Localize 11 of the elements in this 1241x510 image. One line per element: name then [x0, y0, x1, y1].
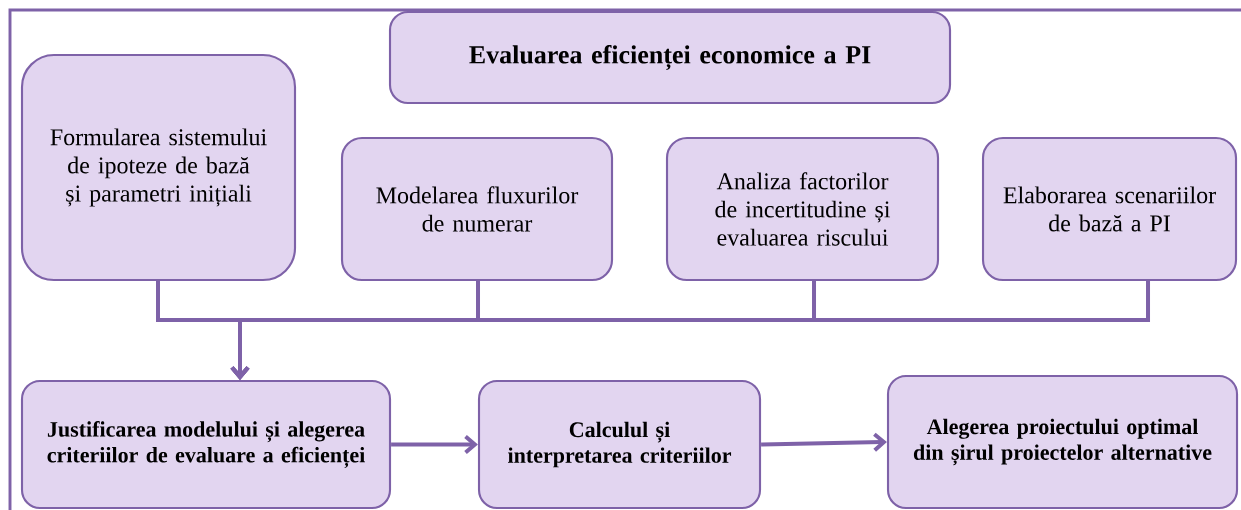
- process-box: Modelarea fluxurilor de numerar: [340, 136, 614, 282]
- process-box: Justificarea modelului și alegerea criteriilor de evaluare a eficienței: [20, 379, 392, 510]
- title-box: Evaluarea eficienței economice a PI: [388, 10, 952, 105]
- arrow: [761, 432, 887, 452]
- process-box: Calculul și interpretarea criteriilor: [477, 379, 762, 510]
- process-box: Formularea sistemului de ipoteze de bază și parametri inițiali: [20, 53, 297, 282]
- process-box: Analiza factorilor de incertitudine și evaluarea riscului: [665, 136, 940, 282]
- process-box: Alegerea proiectului optimal din șirul proiectelor alternative: [886, 374, 1239, 510]
- process-box: Elaborarea scenariilor de bază a PI: [981, 136, 1238, 282]
- arrow: [230, 281, 1150, 380]
- arrow: [391, 435, 478, 455]
